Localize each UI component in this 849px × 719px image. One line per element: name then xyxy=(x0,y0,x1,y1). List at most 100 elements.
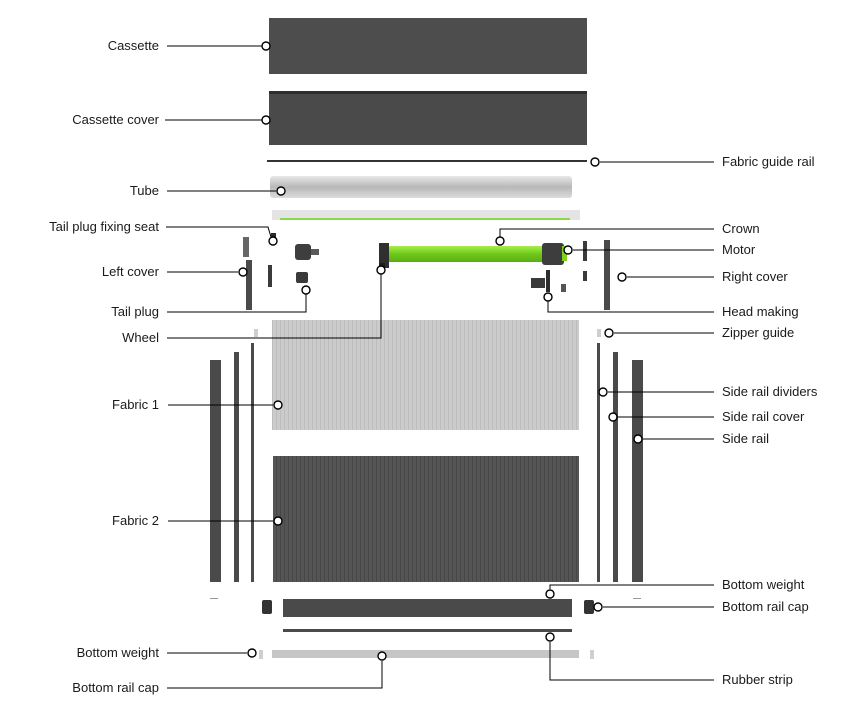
label-fabric-2: Fabric 2 xyxy=(112,513,159,528)
cassette-cover-edge xyxy=(269,91,587,94)
dot-side-rail-cover xyxy=(608,412,618,422)
tube xyxy=(270,176,572,198)
rubber-strip xyxy=(283,629,572,632)
side-rail-cover-left xyxy=(234,352,239,582)
left-cover-plate xyxy=(246,260,252,310)
bottom-rail-profile-cap-left xyxy=(259,650,263,659)
leader-tail-plug-fixing-seat xyxy=(166,226,272,238)
dot-bottom-rail-cap-left xyxy=(377,651,387,661)
leader-rubber-strip xyxy=(549,642,714,681)
dot-rubber-strip xyxy=(545,632,555,642)
label-bottom-rail-cap-left: Bottom rail cap xyxy=(72,680,159,695)
dot-bottom-weight-left xyxy=(247,648,257,658)
dot-tube xyxy=(276,186,286,196)
label-tail-plug-fixing-seat: Tail plug fixing seat xyxy=(49,219,159,234)
dot-motor xyxy=(563,245,573,255)
label-side-rail-cover: Side rail cover xyxy=(722,409,805,424)
head-making-body xyxy=(531,278,545,288)
label-wheel: Wheel xyxy=(122,330,159,345)
cassette xyxy=(269,18,587,74)
leader-wheel xyxy=(167,274,382,339)
dot-head-making xyxy=(543,292,553,302)
bottom-rail-cap-right-part xyxy=(584,600,594,614)
side-rail-end-right xyxy=(633,598,641,599)
leader-crown xyxy=(499,228,714,237)
label-right-cover: Right cover xyxy=(722,269,788,284)
dot-right-cover xyxy=(617,272,627,282)
label-tail-plug: Tail plug xyxy=(111,304,159,319)
dot-crown xyxy=(495,236,505,246)
dot-fabric-1 xyxy=(273,400,283,410)
side-rail-left xyxy=(210,360,221,582)
left-cover-bracket xyxy=(268,265,272,287)
leader-lines xyxy=(165,45,714,689)
fabric-1 xyxy=(272,320,579,430)
dot-side-rail-dividers xyxy=(598,387,608,397)
label-zipper-guide: Zipper guide xyxy=(722,325,795,340)
tube-lower-profile xyxy=(272,210,580,220)
callout-dots xyxy=(238,41,643,661)
label-cassette: Cassette xyxy=(107,38,159,53)
dot-zipper-guide xyxy=(604,328,614,338)
motor-tube xyxy=(388,246,546,262)
right-cover-plate xyxy=(604,240,610,310)
right-cover-bracket-2 xyxy=(583,271,587,281)
dot-tail-plug xyxy=(301,285,311,295)
bottom-rail-profile xyxy=(272,650,579,658)
label-bottom-rail-cap-right: Bottom rail cap xyxy=(722,599,809,614)
label-crown: Crown xyxy=(722,221,760,236)
side-rail-divider-right xyxy=(597,343,600,582)
label-motor: Motor xyxy=(722,242,756,257)
zipper-guide-left xyxy=(254,329,258,337)
zipper-guide-right xyxy=(597,329,601,337)
left-cover-plate-top xyxy=(243,237,249,257)
tail-plug-body xyxy=(295,244,311,260)
leader-bottom-weight-right xyxy=(549,584,714,589)
head-making-pin xyxy=(546,270,550,292)
leader-head-making xyxy=(547,301,714,313)
side-rail-end-left xyxy=(210,598,218,599)
label-tube: Tube xyxy=(129,183,159,198)
dot-fabric-guide-rail xyxy=(590,157,600,167)
label-cassette-cover: Cassette cover xyxy=(72,112,159,127)
tail-plug xyxy=(296,272,308,283)
label-fabric-guide-rail: Fabric guide rail xyxy=(722,154,815,169)
motor-head xyxy=(542,243,564,265)
tube-lower-profile-stripe xyxy=(280,218,570,220)
side-rail-divider-left xyxy=(251,343,254,582)
fabric-guide-rail xyxy=(267,160,587,162)
right-cover-bracket xyxy=(583,241,587,261)
dot-cassette xyxy=(261,41,271,51)
cassette-cover xyxy=(269,91,587,145)
label-side-rail-dividers: Side rail dividers xyxy=(722,384,818,399)
label-side-rail: Side rail xyxy=(722,431,769,446)
dot-bottom-rail-cap-right xyxy=(593,602,603,612)
label-rubber-strip: Rubber strip xyxy=(722,672,793,687)
dot-side-rail xyxy=(633,434,643,444)
tail-plug-shaft xyxy=(311,249,319,255)
label-head-making: Head making xyxy=(722,304,799,319)
label-bottom-weight-left: Bottom weight xyxy=(76,645,159,660)
dot-bottom-weight-right xyxy=(545,589,555,599)
dot-cassette-cover xyxy=(261,115,271,125)
motor-head-ring xyxy=(562,246,567,261)
dot-wheel xyxy=(376,265,386,275)
dot-left-cover xyxy=(238,267,248,277)
head-making-clip xyxy=(561,284,566,292)
leader-bottom-rail-cap-left xyxy=(167,661,383,689)
dot-fabric-2 xyxy=(273,516,283,526)
bottom-rail-profile-cap-right xyxy=(590,650,594,659)
wheel xyxy=(379,243,389,268)
dot-tail-plug-fixing-seat xyxy=(268,236,278,246)
bottom-weight xyxy=(283,599,572,617)
label-fabric-1: Fabric 1 xyxy=(112,397,159,412)
side-rail-cover-right xyxy=(613,352,618,582)
bottom-rail-cap-left-part xyxy=(262,600,272,614)
label-bottom-weight-right: Bottom weight xyxy=(722,577,805,592)
fabric-2 xyxy=(273,456,579,582)
leader-tail-plug xyxy=(167,294,307,313)
label-left-cover: Left cover xyxy=(101,264,159,279)
side-rail-right xyxy=(632,360,643,582)
